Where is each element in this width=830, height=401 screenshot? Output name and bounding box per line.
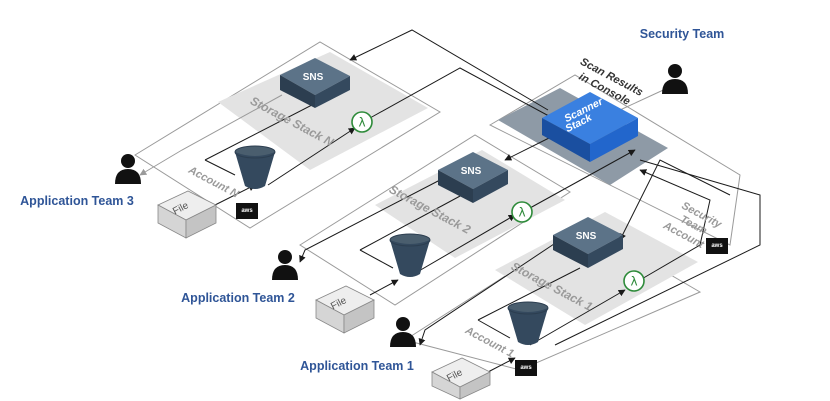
connector-1-extra <box>554 159 761 346</box>
lambda-icon-n: λ <box>351 111 373 133</box>
connector-n-sns-to-scanner <box>349 29 549 111</box>
connector-2-bucket-to-lambda <box>411 214 516 276</box>
svg-text:λ: λ <box>358 116 365 130</box>
connector-2-lambda-down <box>359 249 394 269</box>
storage-stack-2-panel <box>375 150 565 258</box>
connector-n-lambda-down <box>204 159 236 176</box>
application-team-3-label: Application Team 3 <box>20 194 134 208</box>
lambda-icon-1: λ <box>623 270 645 292</box>
aws-badge-1: aws <box>515 360 537 376</box>
file-box-1: File <box>431 357 491 400</box>
connector-2-sns-to-team <box>299 179 441 263</box>
sns-box-2: SNS <box>438 152 508 203</box>
connector-n-bucket-to-lambda <box>267 127 356 186</box>
sns-box-1: SNS <box>553 217 623 268</box>
connector-n-lambda-to-scanner <box>369 67 561 123</box>
sns-label-1: SNS <box>576 231 597 242</box>
person-icon-application-team-1 <box>390 317 416 347</box>
connector-n-sns-to-team <box>139 94 283 176</box>
lambda-icon-2: λ <box>511 201 533 223</box>
storage-stack-1-panel <box>495 212 698 325</box>
connector-1-file-to-bucket <box>487 357 516 373</box>
connector-1-lambda-down <box>477 319 511 339</box>
connector-n-file-to-bucket <box>214 184 256 206</box>
bucket-icon-1 <box>507 301 549 345</box>
file-box-2: File <box>315 285 375 334</box>
aws-badge-n-text: aws <box>241 208 253 214</box>
connector-1-scanner-to-sns <box>619 159 731 241</box>
svg-text:λ: λ <box>630 275 637 289</box>
aws-badge-n: aws <box>236 203 258 219</box>
security-team-label: Security Team <box>640 27 725 41</box>
account-1-label: Account 1 <box>462 324 515 360</box>
storage-stack-n-panel <box>218 52 428 170</box>
connector-2-lambda-loop <box>359 194 463 251</box>
bucket-icon-n <box>234 145 276 189</box>
connector-1-lambda-to-scanner <box>639 169 711 281</box>
sns-label-n: SNS <box>303 72 324 83</box>
sns-label-2: SNS <box>461 166 482 177</box>
account-2-boundary <box>299 134 571 306</box>
aws-badge-1-text: aws <box>520 365 532 371</box>
connector-2-file-to-bucket <box>369 279 399 296</box>
bucket-icon-2 <box>389 233 431 277</box>
connector-1-lambda-loop <box>477 267 581 321</box>
aws-badge-security: aws <box>706 238 728 254</box>
person-icon-security-team <box>662 64 688 94</box>
file-box-n: File <box>157 190 217 239</box>
application-team-1-label: Application Team 1 <box>300 359 414 373</box>
connector-1-sns-to-team <box>418 239 561 346</box>
connector-1-bucket-to-lambda <box>529 289 626 346</box>
security-account-boundary <box>488 74 741 246</box>
connector-2-scanner-to-sns <box>504 134 556 161</box>
application-team-2-label: Application Team 2 <box>181 291 295 305</box>
connector-2-lambda-to-scanner <box>529 149 636 209</box>
aws-badge-security-text: aws <box>711 243 723 249</box>
person-icon-application-team-2 <box>272 250 298 280</box>
svg-text:λ: λ <box>518 206 525 220</box>
person-icon-application-team-3 <box>115 154 141 184</box>
sns-box-n: SNS <box>280 58 350 108</box>
scanner-stack-box: Scanner Stack <box>542 92 638 162</box>
